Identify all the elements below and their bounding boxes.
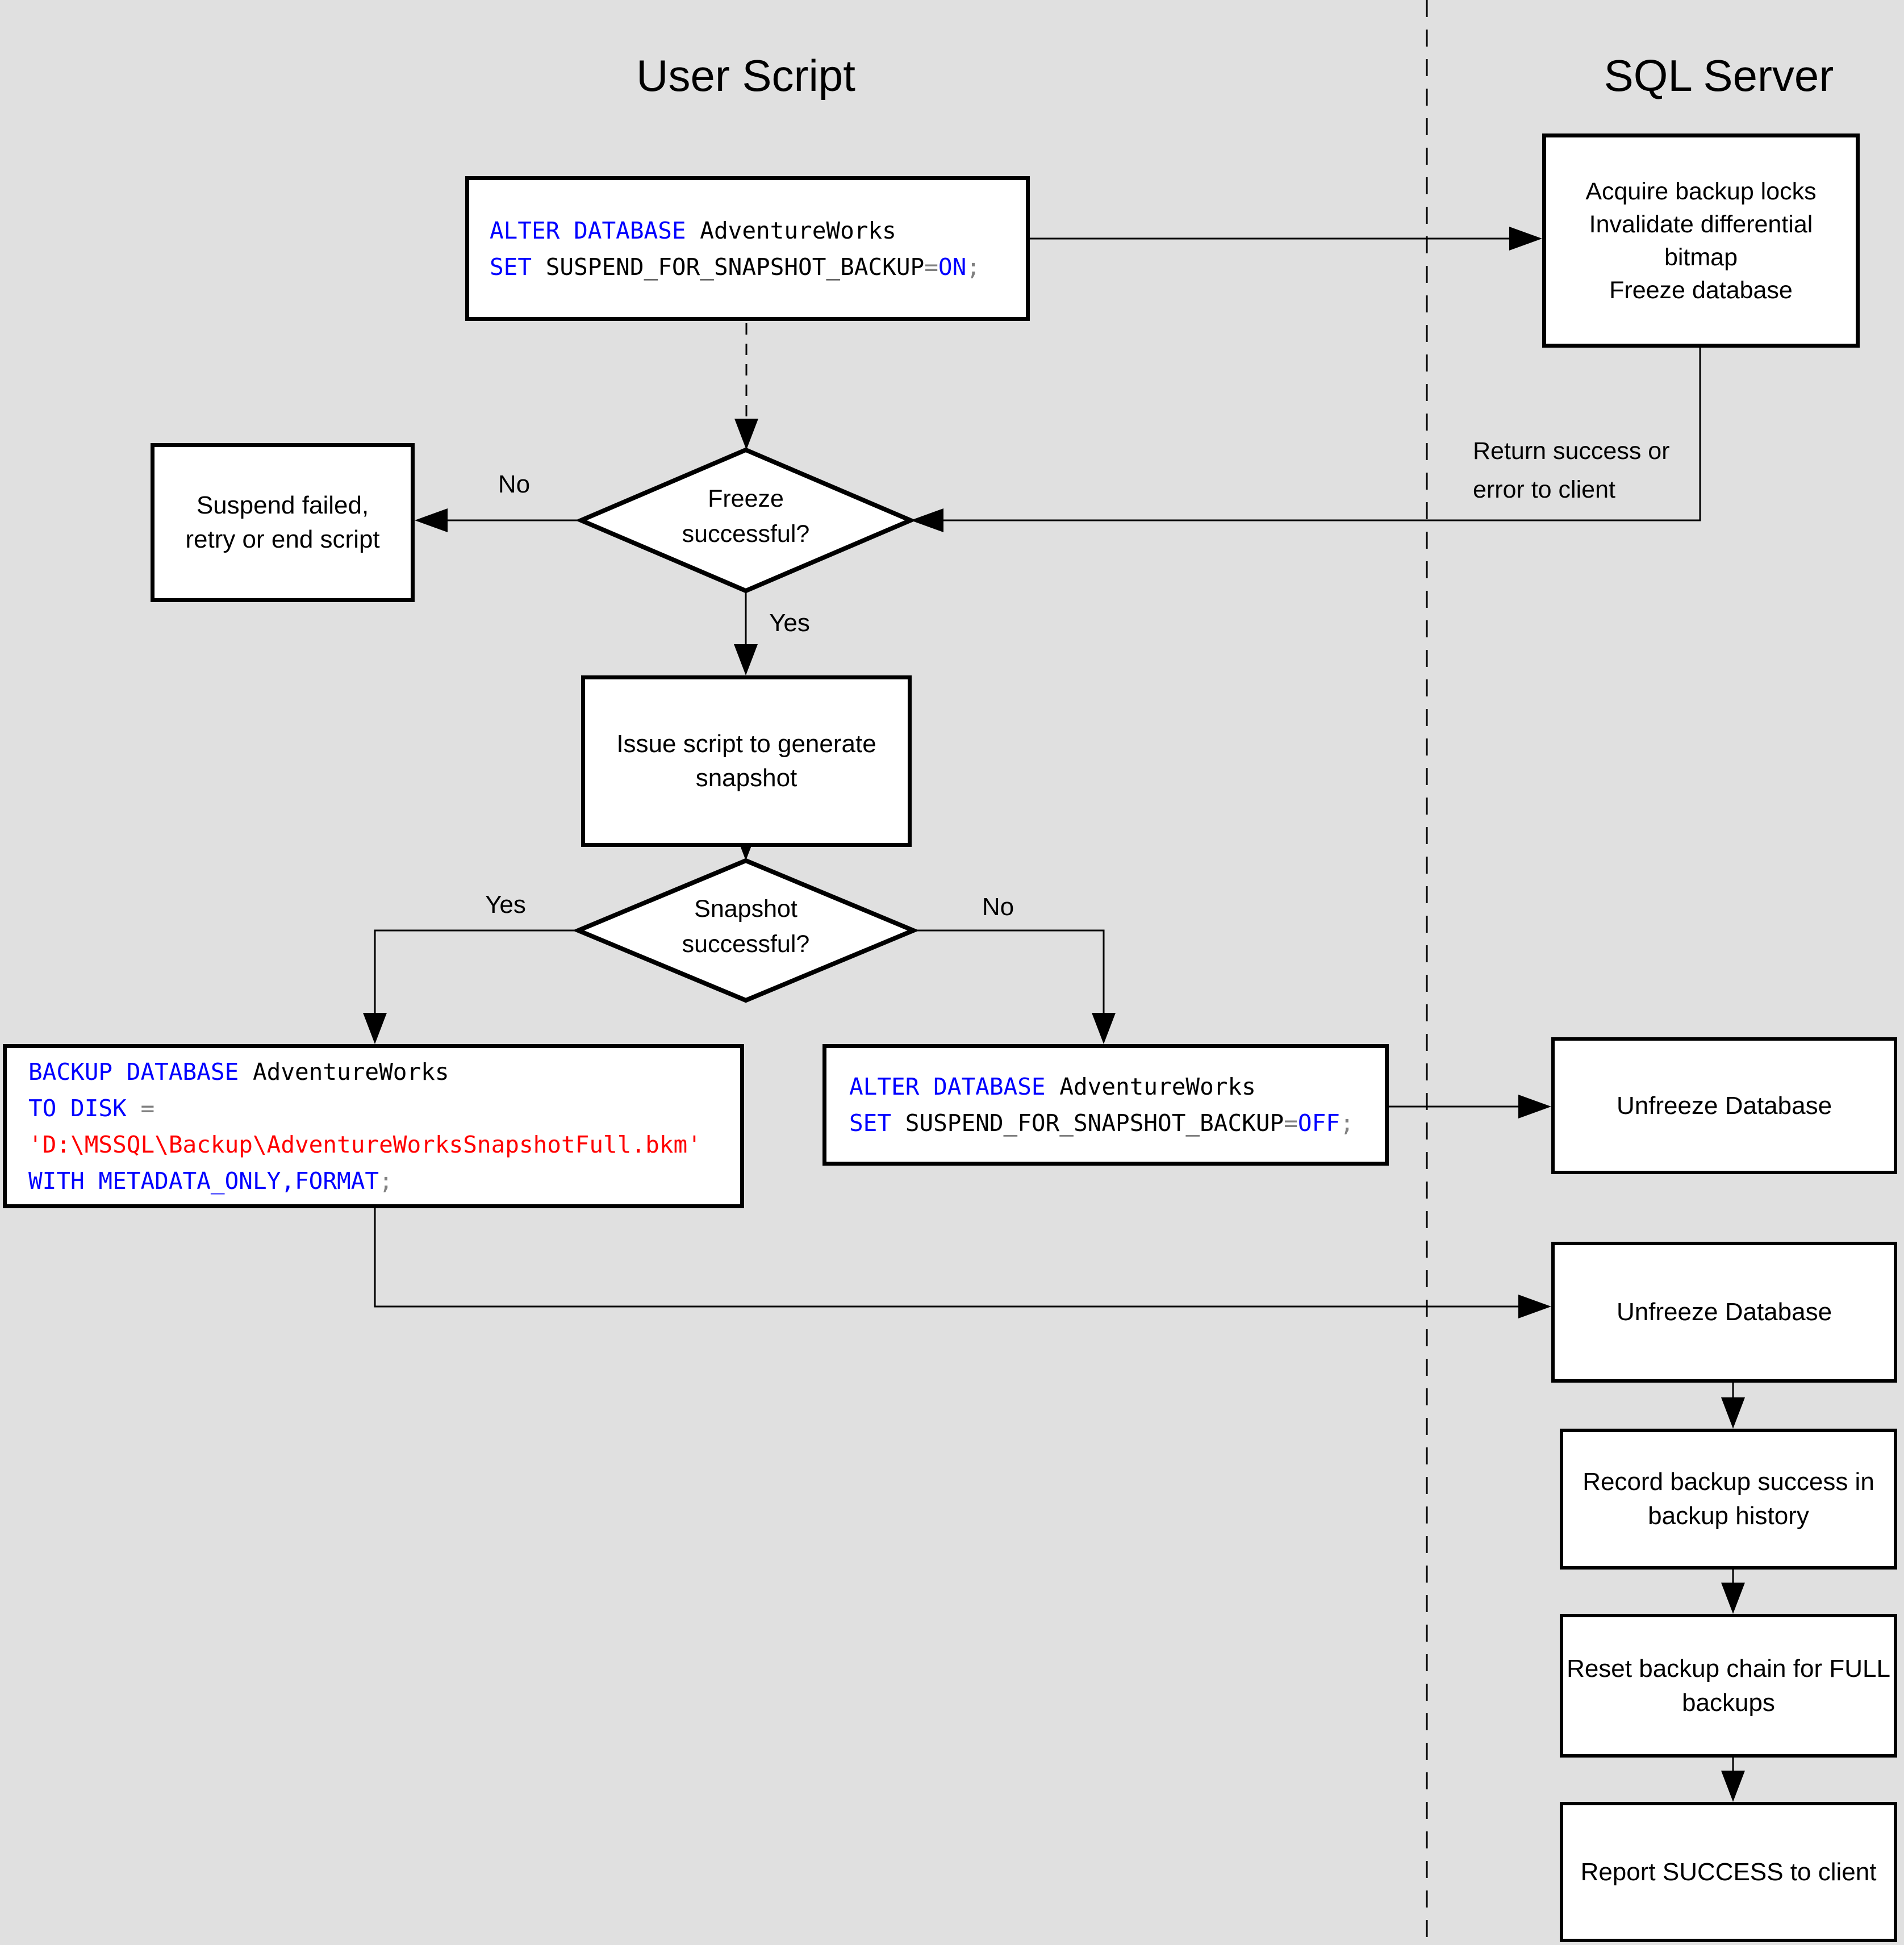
node-text-line: Acquire backup locks [1585, 177, 1817, 205]
column-title-sql-server: SQL Server [1604, 51, 1834, 101]
diamond-text-line: Snapshot [694, 895, 797, 923]
arrowhead-into-issue [734, 644, 758, 675]
arrowhead-into-unfreeze1 [1518, 1095, 1551, 1118]
sql-semicolon: ; [379, 1167, 393, 1195]
diamond-text-line: Freeze [708, 485, 784, 512]
arrowhead-into-unfreeze2 [1518, 1295, 1551, 1318]
code-line: TO DISK = [28, 1090, 740, 1126]
node-report-success: Report SUCCESS to client [1560, 1802, 1897, 1942]
node-unfreeze-database-2: Unfreeze Database [1551, 1242, 1897, 1383]
node-text-line: Reset backup chain for FULL [1567, 1654, 1890, 1683]
node-acquire-backup-locks: Acquire backup locks Invalidate differen… [1542, 133, 1860, 348]
sql-identifier: SUSPEND_FOR_SNAPSHOT_BACKUP [532, 253, 925, 281]
node-suspend-failed: Suspend failed, retry or end script [151, 443, 415, 602]
node-alter-database-suspend-on: ALTER DATABASE AdventureWorks SET SUSPEN… [465, 176, 1030, 321]
edge-label-freeze-yes: Yes [769, 609, 810, 637]
code-line: SET SUSPEND_FOR_SNAPSHOT_BACKUP=OFF; [849, 1105, 1385, 1141]
code-line: BACKUP DATABASE AdventureWorks [28, 1054, 740, 1090]
node-text-line: snapshot [695, 764, 797, 792]
node-text-line: Freeze database [1609, 276, 1793, 304]
node-text-line: backups [1682, 1688, 1775, 1717]
sql-semicolon: ; [966, 253, 980, 281]
column-title-user-script: User Script [636, 51, 855, 101]
node-issue-script: Issue script to generate snapshot [581, 675, 912, 847]
node-text-line: bitmap [1664, 243, 1738, 271]
code-line: ALTER DATABASE AdventureWorks [490, 212, 1026, 249]
connector-backup-to-unfreeze2 [374, 1208, 1520, 1308]
node-record-backup-success: Record backup success in backup history [1560, 1429, 1897, 1570]
sql-identifier: AdventureWorks [239, 1058, 449, 1086]
edge-label-freeze-no: No [498, 470, 531, 498]
node-alter-database-suspend-off: ALTER DATABASE AdventureWorks SET SUSPEN… [822, 1044, 1389, 1166]
node-text-line: Report SUCCESS to client [1580, 1858, 1877, 1886]
arrowhead-into-freeze-top [734, 419, 758, 450]
arrowhead-into-suspend [415, 508, 448, 532]
sql-keyword: ALTER DATABASE [490, 216, 686, 244]
sql-identifier: AdventureWorks [1045, 1073, 1256, 1100]
code-line: WITH METADATA_ONLY,FORMAT; [28, 1163, 740, 1199]
node-text-line: Invalidate differential [1589, 210, 1813, 238]
note-line: error to client [1473, 476, 1615, 503]
arrowhead-into-report [1721, 1771, 1745, 1802]
diamond-text-line: successful? [682, 520, 810, 548]
node-text-line: backup history [1648, 1502, 1809, 1530]
node-text-line: retry or end script [185, 525, 380, 553]
connector-snapshot-no-to-alteroff [913, 929, 1105, 1017]
note-return-success-or-error: Return success or error to client [1473, 432, 1670, 509]
freeze-diamond-label: Freeze successful? [621, 481, 871, 552]
sql-string-literal: 'D:\MSSQL\Backup\AdventureWorksSnapshotF… [28, 1130, 702, 1158]
arrowhead-into-freeze-right [911, 508, 943, 532]
code-line: 'D:\MSSQL\Backup\AdventureWorksSnapshotF… [28, 1126, 740, 1163]
arrowhead-into-reset [1721, 1583, 1745, 1614]
sql-keyword: WITH METADATA_ONLY,FORMAT [28, 1167, 379, 1195]
node-text-line: Suspend failed, [196, 491, 369, 519]
sql-keyword: ALTER DATABASE [849, 1073, 1046, 1100]
node-unfreeze-database-1: Unfreeze Database [1551, 1037, 1897, 1174]
sql-keyword: BACKUP DATABASE [28, 1058, 239, 1086]
sql-keyword: SET [849, 1109, 892, 1137]
code-line: SET SUSPEND_FOR_SNAPSHOT_BACKUP=ON; [490, 249, 1026, 285]
sql-keyword: OFF [1297, 1109, 1340, 1137]
edge-label-snapshot-no: No [982, 893, 1014, 921]
sql-identifier: SUSPEND_FOR_SNAPSHOT_BACKUP [891, 1109, 1284, 1137]
node-text-line: Issue script to generate [616, 730, 876, 758]
sql-semicolon: ; [1339, 1109, 1354, 1137]
sql-keyword: TO DISK [28, 1094, 127, 1122]
arrowhead-into-backup [363, 1013, 387, 1044]
node-text-line: Unfreeze Database [1616, 1091, 1832, 1120]
sql-operator: = [126, 1094, 155, 1122]
sql-identifier: AdventureWorks [686, 216, 896, 244]
node-reset-backup-chain: Reset backup chain for FULL backups [1560, 1614, 1897, 1758]
sql-operator: = [1284, 1109, 1298, 1137]
arrowhead-into-acquire [1509, 227, 1542, 251]
connector-snapshot-yes-to-backup [374, 929, 578, 1017]
sql-keyword: SET [490, 253, 532, 281]
node-backup-database-metadata-only: BACKUP DATABASE AdventureWorks TO DISK =… [3, 1044, 744, 1208]
sql-operator: = [924, 253, 938, 281]
snapshot-diamond-label: Snapshot successful? [621, 891, 871, 962]
arrowhead-into-alteroff [1092, 1013, 1116, 1044]
note-line: Return success or [1473, 437, 1670, 465]
node-text-line: Unfreeze Database [1616, 1298, 1832, 1326]
sql-keyword: ON [938, 253, 967, 281]
diamond-text-line: successful? [682, 930, 810, 958]
edge-label-snapshot-yes: Yes [485, 891, 526, 919]
code-line: ALTER DATABASE AdventureWorks [849, 1069, 1385, 1105]
node-text-line: Record backup success in [1583, 1468, 1874, 1496]
arrowhead-into-record [1721, 1397, 1745, 1429]
